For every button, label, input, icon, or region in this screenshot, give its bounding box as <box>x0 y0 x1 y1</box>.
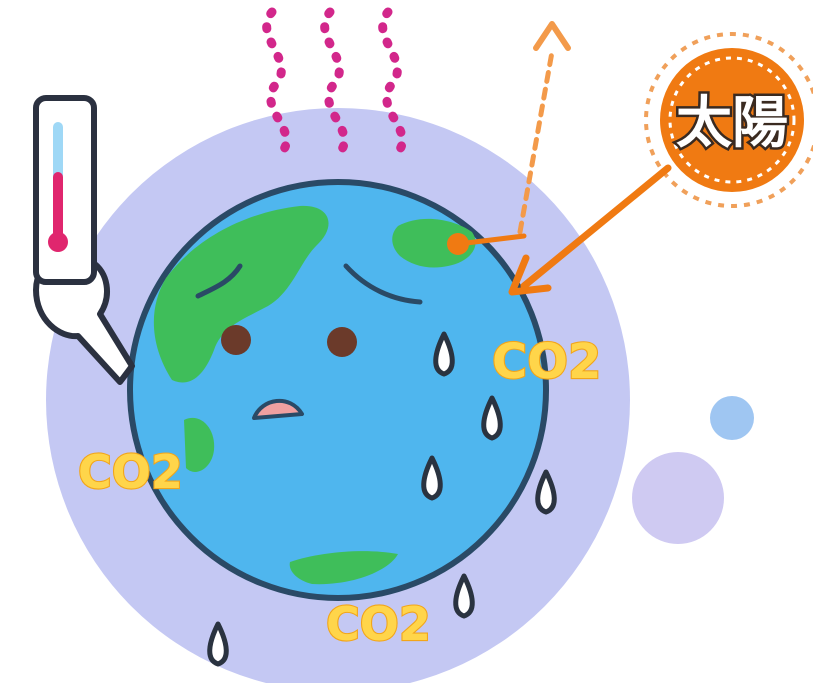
thermometer-icon <box>33 95 135 385</box>
earth-globe <box>127 179 549 601</box>
left-eyebrow <box>195 263 243 299</box>
bubble-blue <box>710 396 754 440</box>
mouth <box>252 398 304 420</box>
sun-icon <box>644 32 813 208</box>
right-eye <box>327 327 357 357</box>
sun-ray-arrow <box>447 164 672 296</box>
co2-label-left: CO2 <box>78 445 183 499</box>
co2-label-right: CO2 <box>492 334 601 390</box>
continent-small-left <box>184 417 215 472</box>
heat-waves-icon <box>262 7 407 157</box>
reflected-ray-arrow <box>517 21 571 235</box>
sun-label: 太陽 <box>676 91 788 156</box>
sweat-drop-icon <box>207 331 557 667</box>
bubble-purple <box>632 452 724 544</box>
continent-left <box>153 205 329 383</box>
right-eyebrow <box>343 263 423 305</box>
continent-right <box>392 218 476 268</box>
continent-bottom <box>289 551 398 585</box>
co2-label-bottom: CO2 <box>326 597 431 651</box>
left-eye <box>221 325 251 355</box>
